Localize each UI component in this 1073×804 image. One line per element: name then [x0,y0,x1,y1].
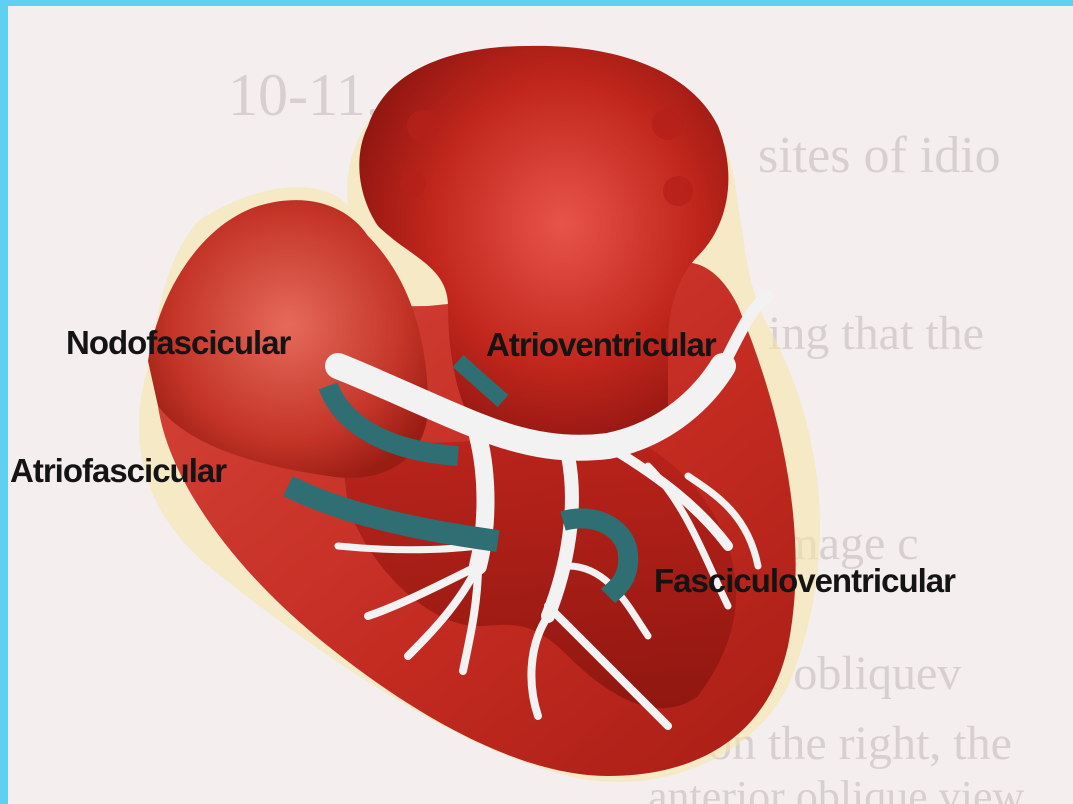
vein-ostium [663,176,693,206]
purkinje-fiber [338,546,478,550]
label-atrioventricular: Atrioventricular [486,326,716,364]
vein-ostium [400,171,426,197]
vein-ostium [652,108,684,140]
vein-ostium [407,110,439,142]
label-fasciculoventricular: Fasciculoventricular [654,562,955,600]
label-nodofascicular: Nodofascicular [66,324,290,362]
heart-illustration [8,6,1073,804]
label-atriofascicular: Atriofascicular [10,452,226,490]
figure-frame: 10-11. sites of idio ing that the image … [8,6,1073,804]
